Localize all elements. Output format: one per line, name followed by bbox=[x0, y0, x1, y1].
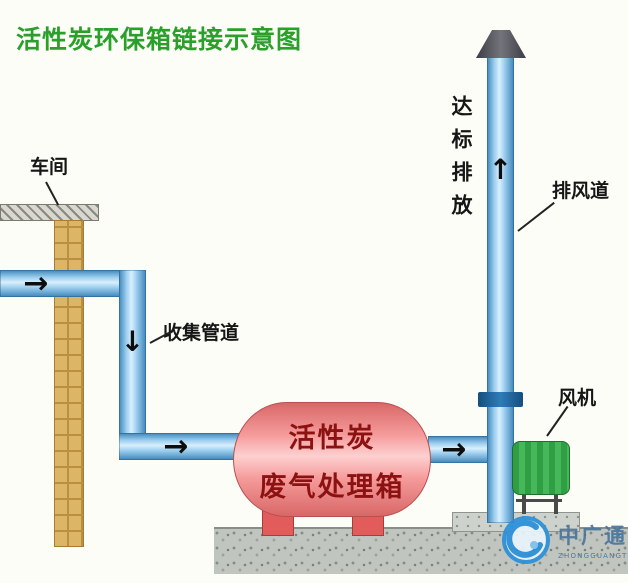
arrow-right-icon: → bbox=[23, 265, 49, 301]
treatment-tank: 活性炭 废气处理箱 bbox=[233, 402, 431, 517]
fan-stand-leg-right bbox=[554, 492, 558, 514]
collection-pipe-lower bbox=[119, 433, 244, 460]
exhaust-duct-label: 排风道 bbox=[552, 180, 610, 202]
workshop-pointer-line bbox=[45, 181, 60, 206]
stack-flange bbox=[478, 392, 523, 407]
arrow-right-icon: → bbox=[163, 428, 189, 464]
collection-pipe-vertical bbox=[119, 270, 146, 460]
ceiling-slab bbox=[0, 204, 99, 221]
workshop-label: 车间 bbox=[30, 156, 69, 178]
tank-label-line2: 废气处理箱 bbox=[259, 471, 405, 503]
watermark-subtitle: ZHONGGUANGTONG bbox=[558, 552, 628, 560]
fan-label: 风机 bbox=[558, 387, 597, 409]
tank-label-line1: 活性炭 bbox=[288, 422, 376, 454]
stack-rain-cap bbox=[476, 30, 526, 58]
diagram-title: 活性炭环保箱链接示意图 bbox=[16, 25, 303, 54]
collection-pipe-label: 收集管道 bbox=[163, 322, 240, 344]
emission-label: 达标排放 bbox=[449, 95, 473, 227]
exhaust-stack bbox=[487, 57, 514, 523]
fan-stand-bar bbox=[516, 499, 562, 502]
ground-slab bbox=[214, 527, 628, 574]
watermark-name: 中广通 bbox=[558, 524, 627, 548]
exhaust-duct-pointer-line bbox=[517, 201, 555, 232]
fan-stand-leg-left bbox=[522, 492, 526, 514]
watermark-logo-icon bbox=[502, 516, 550, 564]
tank-outlet-pipe bbox=[428, 436, 490, 463]
arrow-up-icon: ↑ bbox=[488, 153, 513, 186]
arrow-right-icon: → bbox=[441, 431, 467, 467]
fan-pointer-line bbox=[546, 405, 569, 437]
fan-unit bbox=[512, 441, 570, 495]
watermark: 中广通 ZHONGGUANGTONG bbox=[500, 514, 628, 566]
arrow-down-icon: ↓ bbox=[120, 325, 145, 358]
watermark-texts: 中广通 ZHONGGUANGTONG bbox=[558, 520, 628, 560]
